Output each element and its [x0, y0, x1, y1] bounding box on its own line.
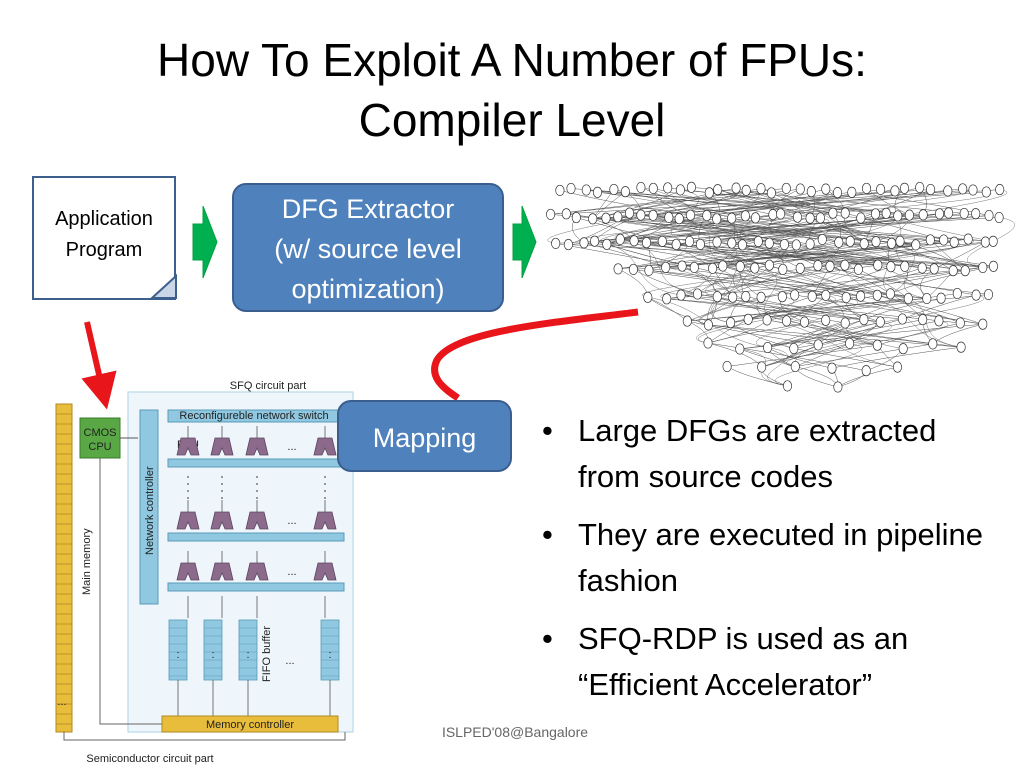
svg-text:...: ... [287, 441, 296, 453]
data-flow-graph [546, 181, 1015, 393]
bullet-text: SFQ-RDP is used as an “Efficient Acceler… [578, 621, 909, 702]
bullet-item: • They are executed in pipeline fashion [528, 512, 998, 604]
rail-2 [167, 458, 345, 468]
fifo-buffer-label: FIFO buffer [261, 626, 273, 682]
fifo-ellipsis: ... [285, 655, 294, 667]
green-arrow-2 [512, 205, 537, 279]
footer-text: ISLPED'08@Bangalore [441, 724, 589, 740]
network-controller-bar [139, 409, 159, 605]
cpu-memctrl-link [99, 458, 162, 725]
architecture-diagram: SFQ circuit part Main memory ... CMOS CP… [55, 380, 354, 765]
application-label-line-1: Application [55, 208, 153, 230]
fpu-array: ......... [176, 426, 337, 618]
rail-4 [167, 582, 345, 592]
application-program-document: Application Program [32, 176, 176, 300]
document-fold [149, 273, 177, 299]
dfg-label-line-3: optimization) [291, 274, 445, 304]
svg-text::: : [176, 649, 179, 661]
bullet-item: • Large DFGs are extracted from source co… [528, 408, 998, 500]
application-label-line-2: Program [65, 239, 143, 261]
svg-text:...: ... [287, 515, 296, 527]
cpu-label: CPU [88, 441, 111, 453]
svg-text::: : [211, 649, 214, 661]
bullet-item: • SFQ-RDP is used as an “Efficient Accele… [528, 616, 998, 708]
cmos-cpu-box [79, 417, 121, 459]
cmos-label: CMOS [84, 427, 117, 439]
bullet-dot-icon: • [542, 413, 553, 448]
memory-ellipsis: ... [57, 696, 66, 708]
rail-3 [167, 532, 345, 542]
semiconductor-part-label: Semiconductor circuit part [86, 753, 213, 765]
dfg-label-line-2: (w/ source level [274, 234, 462, 264]
svg-text::: : [246, 649, 249, 661]
bullet-text: Large DFGs are extracted from source cod… [578, 413, 937, 494]
svg-text::: : [328, 649, 331, 661]
red-arrow-down [81, 321, 117, 410]
main-memory-column [55, 403, 73, 733]
slide-title: How To Exploit A Number of FPUs: Compile… [0, 30, 1024, 150]
network-controller-label: Network controller [144, 466, 156, 555]
bullet-text: They are executed in pipeline fashion [578, 517, 983, 598]
fifo-buffers: :::: [168, 619, 340, 716]
svg-text:...: ... [287, 566, 296, 578]
network-switch-label: Reconfigureble network switch [179, 410, 328, 422]
semiconductor-bracket [63, 732, 346, 741]
dfg-label-line-1: DFG Extractor [281, 194, 455, 224]
memory-controller-label: Memory controller [206, 719, 294, 731]
bullet-dot-icon: • [542, 517, 553, 552]
sfq-part-label: SFQ circuit part [230, 380, 306, 392]
bullet-list: • Large DFGs are extracted from source co… [528, 408, 998, 720]
bullet-dot-icon: • [542, 621, 553, 656]
title-line-1: How To Exploit A Number of FPUs: [157, 34, 867, 86]
green-arrow-1 [192, 205, 218, 279]
title-line-2: Compiler Level [358, 94, 666, 146]
main-memory-label: Main memory [81, 528, 93, 595]
red-curve [431, 308, 639, 401]
mapping-box: Mapping [337, 400, 512, 472]
main-memory-lines [56, 413, 72, 725]
mapping-label: Mapping [372, 423, 477, 453]
dfg-extractor-box: DFG Extractor (w/ source level optimizat… [232, 183, 504, 312]
